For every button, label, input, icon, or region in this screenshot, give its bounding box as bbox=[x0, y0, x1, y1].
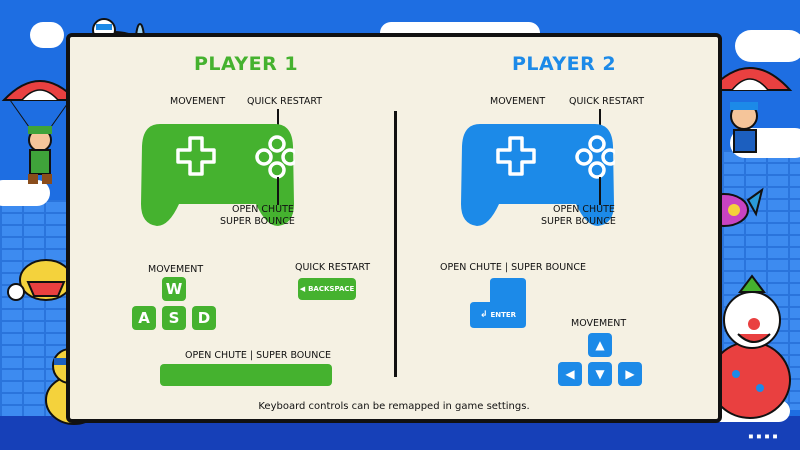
p2-quick-restart-leader bbox=[599, 109, 601, 139]
parachute-kid-character bbox=[1, 80, 79, 184]
arrow-right-icon: ▶ bbox=[618, 362, 642, 386]
arrow-left-icon: ◀ bbox=[558, 362, 582, 386]
p1-key-s: S bbox=[162, 306, 186, 330]
p1-key-w: W bbox=[162, 277, 186, 301]
player1-title: PLAYER 1 bbox=[194, 53, 299, 75]
p1-keyboard-quick-restart-label: QUICK RESTART bbox=[295, 262, 371, 273]
p2-key-enter: ↲ ENTER bbox=[479, 310, 517, 320]
p2-controller-open-chute-label: OPEN CHUTE bbox=[553, 204, 615, 215]
monster-character bbox=[7, 259, 73, 301]
p1-controller-movement-label: MOVEMENT bbox=[170, 96, 226, 107]
p1-key-a: A bbox=[132, 306, 156, 330]
p2-controller-quick-restart-label: QUICK RESTART bbox=[569, 96, 645, 107]
cloud bbox=[735, 30, 800, 62]
p2-controller-movement-label: MOVEMENT bbox=[490, 96, 546, 107]
p1-key-d: D bbox=[192, 306, 216, 330]
p2-keyboard-movement-label: MOVEMENT bbox=[571, 318, 627, 329]
p1-controller-quick-restart-label: QUICK RESTART bbox=[247, 96, 323, 107]
p1-keyboard-movement-label: MOVEMENT bbox=[148, 264, 204, 275]
p1-keyboard-space-label: OPEN CHUTE | SUPER BOUNCE bbox=[185, 350, 331, 361]
p1-key-backspace: ◀ BACKSPACE bbox=[298, 278, 356, 300]
p2-controller-super-bounce-label: SUPER BOUNCE bbox=[541, 216, 616, 227]
parachute-pilot-character bbox=[707, 67, 793, 153]
p1-controller-icon bbox=[141, 124, 295, 226]
p2-key-enter-shape bbox=[470, 278, 526, 328]
p2-face-buttons-icon bbox=[575, 135, 615, 179]
p1-controller-open-chute-label: OPEN CHUTE bbox=[232, 204, 294, 215]
p2-open-chute-leader bbox=[599, 177, 601, 205]
p1-quick-restart-leader bbox=[277, 109, 279, 139]
pixel-logo: ▪▪▪▪ bbox=[747, 431, 780, 442]
remap-footer-note: Keyboard controls can be remapped in gam… bbox=[258, 401, 530, 412]
player2-title: PLAYER 2 bbox=[512, 53, 617, 75]
player-divider bbox=[394, 111, 397, 377]
p1-dpad-icon bbox=[176, 136, 216, 176]
cloud bbox=[30, 22, 64, 48]
arrow-up-icon: ▲ bbox=[588, 333, 612, 357]
p2-controller-icon bbox=[461, 124, 615, 226]
clown-character bbox=[709, 274, 791, 419]
p2-dpad-icon bbox=[496, 136, 536, 176]
controls-panel: PLAYER 1 PLAYER 2 MOVEMENT QUICK RESTART… bbox=[66, 33, 722, 423]
arrow-down-icon: ▼ bbox=[588, 362, 612, 386]
p1-open-chute-leader bbox=[277, 177, 279, 205]
p1-key-space bbox=[160, 364, 332, 386]
p2-keyboard-enter-label: OPEN CHUTE | SUPER BOUNCE bbox=[440, 262, 586, 273]
enter-arrow-icon: ↲ bbox=[479, 310, 488, 320]
p1-controller-super-bounce-label: SUPER BOUNCE bbox=[220, 216, 295, 227]
backspace-arrow-icon: ◀ bbox=[299, 285, 306, 293]
cloud bbox=[0, 180, 50, 206]
